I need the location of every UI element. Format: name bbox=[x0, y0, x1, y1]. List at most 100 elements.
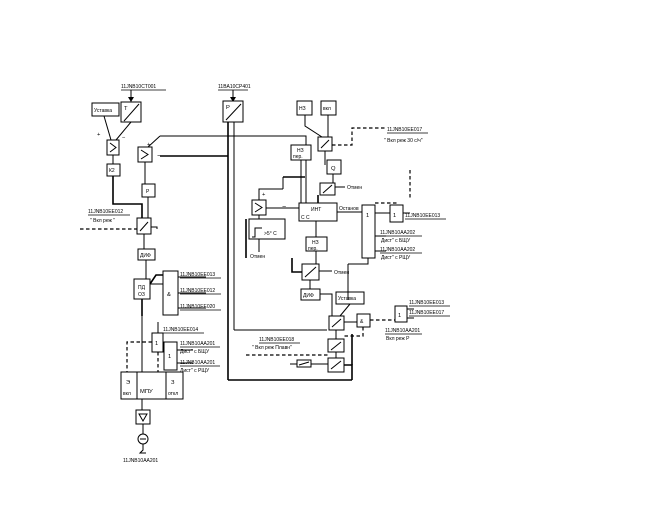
bottom-tag: 11JNB10AA201 bbox=[123, 458, 158, 464]
mpu-box bbox=[120, 371, 184, 400]
sensor-1-tag: 11JNB10CT001 bbox=[121, 84, 156, 90]
mpu-label: МПУ bbox=[140, 389, 153, 395]
ee012-text: " Вкл реж " bbox=[90, 218, 115, 224]
actuator-triangle-icon bbox=[138, 413, 148, 423]
setpoint-box-1 bbox=[91, 102, 120, 117]
p-controller-label: Р bbox=[146, 189, 150, 195]
ee017-text: " Вкл реж 30 с/ч" bbox=[384, 138, 423, 144]
valve-bowtie-icon bbox=[138, 444, 146, 454]
summator-2 bbox=[137, 146, 153, 163]
or-gate-1-symbol: 1 bbox=[155, 341, 158, 347]
switch-1-contact bbox=[139, 221, 149, 232]
ee018-text: " Вкл реж Плавн" bbox=[252, 345, 292, 351]
and-gate-right-symbol: & bbox=[360, 319, 364, 325]
aa201b-text: Дист" с РЩУ bbox=[180, 368, 210, 374]
switch-4-contact bbox=[330, 341, 342, 351]
temperature-label: >5° C bbox=[264, 231, 277, 237]
switch-5-contact bbox=[330, 360, 342, 370]
summator-3-plus-in bbox=[258, 188, 283, 200]
p-box-top-2-label: вкл bbox=[323, 106, 331, 112]
ee012-label: 11JNB10EE012 bbox=[88, 209, 123, 215]
mpu-right-top: З bbox=[171, 380, 175, 386]
switch-2-left-in bbox=[291, 258, 302, 273]
pressure-transmitter-box bbox=[222, 100, 244, 123]
switch-1-out bbox=[151, 226, 158, 229]
ee017b-label: 11JNB10EE017 bbox=[409, 310, 444, 316]
or-gate-2-symbol: 1 bbox=[168, 354, 171, 360]
summator-3-plus: + bbox=[262, 192, 266, 198]
summator-2-feed bbox=[147, 135, 161, 148]
ee017-label: 11JNB10EE017 bbox=[387, 127, 422, 133]
or-right-down bbox=[348, 258, 369, 265]
summator-2-sigma-icon bbox=[140, 149, 149, 160]
setpoint-box-2-label: Уставка bbox=[338, 296, 356, 302]
aa201-text: Дист" с БЩУ bbox=[180, 349, 210, 355]
ee013-label: 11JNB10EE013 bbox=[180, 272, 215, 278]
ee014-label: 11JNB10EE014 bbox=[163, 327, 198, 333]
pd-sublabel: ОЗ bbox=[138, 292, 145, 298]
mpu-left-bottom: вкл bbox=[123, 391, 131, 397]
switch-6-contact bbox=[320, 139, 330, 149]
transmitter-t-diagonal bbox=[123, 103, 140, 122]
integrator-sublabel: С С bbox=[301, 215, 310, 221]
sensor-2-tag: 11BA10CP401 bbox=[218, 84, 251, 90]
feedback-bus bbox=[160, 135, 307, 212]
summator-2-minus: − bbox=[157, 153, 161, 160]
diff-box-1-label: ДИФ bbox=[140, 253, 151, 259]
diff-2-to-switch-3 bbox=[320, 293, 333, 316]
summator-3 bbox=[251, 199, 267, 216]
pd-upper bbox=[149, 274, 163, 285]
ee013b-label: 11JNB10EE013 bbox=[405, 213, 440, 219]
ee018-label: 11JNB10EE018 bbox=[259, 337, 294, 343]
or-gate-small bbox=[389, 204, 404, 223]
q-box bbox=[326, 159, 342, 175]
and-gate-right bbox=[356, 313, 371, 328]
aa202b-text: Дист" с РЩУ bbox=[381, 255, 411, 261]
aa201b-label: 11JNB10AA201 bbox=[180, 360, 215, 366]
ee013c-label: 11JNB10EE013 bbox=[409, 300, 444, 306]
aa201c-label: 11JNB10AA201 bbox=[385, 328, 420, 334]
sensor-1-arrow-icon bbox=[128, 97, 134, 102]
ee012b-label: 11JNB10EE012 bbox=[180, 288, 215, 294]
summator-1-sigma-icon bbox=[109, 142, 117, 153]
k2-out-line bbox=[112, 176, 143, 218]
temperature-step-icon bbox=[252, 227, 262, 238]
nz-per-2-sublabel: пер. bbox=[308, 246, 318, 252]
setpoint-box-1-label: Уставка bbox=[94, 108, 112, 114]
aa202b-label: 11JNB10AA202 bbox=[380, 247, 415, 253]
or-gate-right-symbol: 1 bbox=[366, 213, 369, 219]
setpoint-2-to-switch bbox=[339, 303, 351, 317]
or-gate-2 bbox=[163, 341, 178, 371]
nz-per-label: НЗ bbox=[297, 148, 304, 154]
ramp-icon bbox=[298, 361, 310, 366]
otmen-2-label: Отмен bbox=[334, 270, 349, 276]
or-gate-lower-right bbox=[394, 305, 408, 323]
nz-per-sublabel: пер. bbox=[293, 154, 303, 160]
transmitter-t-symbol: Т bbox=[124, 106, 128, 112]
aa201-label: 11JNB10AA201 bbox=[180, 341, 215, 347]
otmen-3-label: Отмен bbox=[347, 185, 362, 191]
switch-7-contact bbox=[322, 184, 333, 194]
p-top-1-down bbox=[304, 115, 323, 138]
summator-1-minus: − bbox=[122, 135, 126, 141]
summator-1 bbox=[106, 139, 120, 156]
switch-5-out bbox=[344, 364, 353, 380]
q-label: Q bbox=[331, 166, 336, 172]
transmitter-to-summator bbox=[115, 121, 132, 141]
switch-3-contact bbox=[331, 318, 342, 328]
ostanov-label: Останов bbox=[339, 206, 359, 212]
or-small-top-dash bbox=[375, 202, 398, 205]
otmen-1-label: Отмен bbox=[250, 254, 265, 260]
summator-3-sigma-icon bbox=[254, 202, 263, 213]
temperature-box bbox=[248, 218, 286, 240]
or-gate-lower-right-symbol: 1 bbox=[398, 313, 401, 319]
sensor-2-arrow-icon bbox=[230, 97, 236, 102]
nz-per-2-label: НЗ bbox=[312, 240, 319, 246]
pressure-transmitter-symbol: Р bbox=[226, 105, 230, 111]
ee017-signal bbox=[332, 127, 386, 146]
or-gate-small-symbol: 1 bbox=[393, 213, 396, 219]
mpu-left-dashed bbox=[126, 341, 152, 372]
aa202-label: 11JNB10AA202 bbox=[380, 230, 415, 236]
and-gate-symbol: & bbox=[167, 292, 171, 298]
